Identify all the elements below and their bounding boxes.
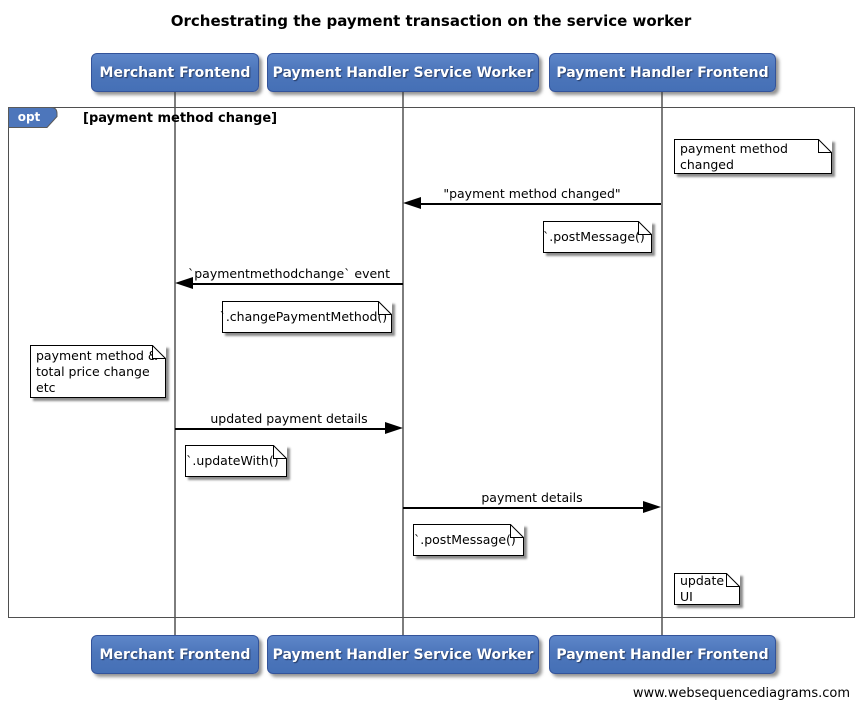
lifeline-merchant-frontend — [174, 92, 176, 635]
opt-operator-tab: opt — [8, 107, 58, 128]
actor-label: Payment Handler Frontend — [556, 646, 769, 663]
message-label: `paymentmethodchange` event — [187, 266, 391, 281]
folded-corner-icon — [818, 139, 832, 153]
opt-operator-label: opt — [17, 110, 41, 124]
lifeline-payment-handler-frontend — [661, 92, 663, 635]
message-line — [190, 283, 403, 285]
message-label: updated payment details — [210, 411, 368, 426]
note-text: `.postMessage()` — [543, 229, 652, 244]
note-changepaymentmethod: `.changePaymentMethod()` — [219, 301, 394, 333]
message-arrow-payment-details: payment details — [403, 490, 661, 513]
note-updatewith: `.updateWith()` — [185, 445, 287, 477]
note-text: payment method & total price change etc — [36, 347, 158, 395]
note-payment-method-changed: payment method changed — [674, 139, 832, 174]
folded-corner-icon — [152, 345, 166, 359]
actor-box-payment-handler-service-worker-bottom: Payment Handler Service Worker — [267, 635, 539, 674]
note-payment-method-and-total-price: payment method & total price change etc — [30, 345, 166, 398]
actor-box-payment-handler-frontend-bottom: Payment Handler Frontend — [549, 635, 776, 674]
opt-tab-shape-icon — [8, 107, 58, 128]
opt-fragment-frame: opt [payment method change] — [8, 107, 855, 618]
arrowhead-left-icon — [175, 277, 193, 289]
note-text: `.updateWith()` — [186, 453, 285, 468]
actor-label: Merchant Frontend — [99, 64, 251, 81]
arrowhead-right-icon — [385, 422, 403, 434]
actor-box-payment-handler-service-worker-top: Payment Handler Service Worker — [267, 53, 539, 92]
note-text: `.postMessage()` — [414, 532, 523, 547]
fragment-condition-label: [payment method change] — [83, 111, 278, 126]
note-text: `.changePaymentMethod()` — [219, 309, 394, 324]
note-text: payment method changed — [680, 140, 788, 172]
note-postmessage-1: `.postMessage()` — [543, 221, 652, 253]
arrowhead-left-icon — [403, 197, 421, 209]
note-text: update UI — [680, 573, 725, 604]
actor-label: Payment Handler Service Worker — [272, 646, 534, 663]
message-arrow-payment-method-changed: "payment method changed" — [403, 186, 661, 209]
folded-corner-icon — [378, 301, 392, 315]
actor-box-merchant-frontend-top: Merchant Frontend — [91, 53, 259, 92]
actor-box-payment-handler-frontend-top: Payment Handler Frontend — [549, 53, 776, 92]
note-update-ui: update UI — [674, 573, 740, 605]
message-line — [403, 507, 646, 509]
lifeline-payment-handler-service-worker — [402, 92, 404, 635]
folded-corner-icon — [726, 573, 740, 587]
message-line — [418, 203, 661, 205]
folded-corner-icon — [273, 445, 287, 459]
arrowhead-right-icon — [643, 501, 661, 513]
actor-box-merchant-frontend-bottom: Merchant Frontend — [91, 635, 259, 674]
folded-corner-icon — [638, 221, 652, 235]
actor-label: Payment Handler Frontend — [556, 64, 769, 81]
message-arrow-paymentmethodchange-event: `paymentmethodchange` event — [175, 266, 403, 289]
message-label: "payment method changed" — [443, 186, 621, 201]
message-line — [175, 428, 388, 430]
actor-label: Merchant Frontend — [99, 646, 251, 663]
message-label: payment details — [481, 490, 583, 505]
note-postmessage-2: `.postMessage()` — [413, 524, 524, 556]
watermark-text: www.websequencediagrams.com — [632, 686, 850, 701]
diagram-title: Orchestrating the payment transaction on… — [170, 12, 692, 30]
folded-corner-icon — [510, 524, 524, 538]
actor-label: Payment Handler Service Worker — [272, 64, 534, 81]
message-arrow-updated-payment-details: updated payment details — [175, 411, 403, 434]
